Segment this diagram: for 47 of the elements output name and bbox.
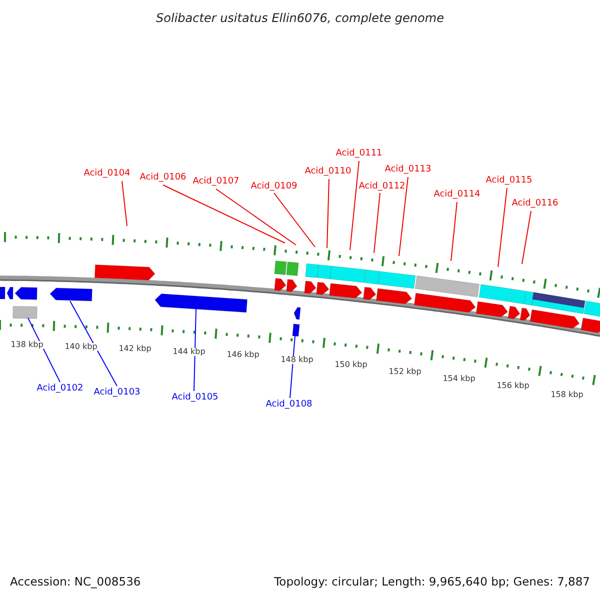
gene-feature [12,306,38,319]
kbp-tick-label: 142 kbp [118,344,152,353]
leader-line [522,210,532,264]
kbp-tick-label: 150 kbp [334,361,368,370]
gene-feature [292,324,300,337]
leader-line [374,192,380,254]
leader-line [274,192,316,248]
gene-label: Acid_0115 [486,176,532,186]
gene-label: Acid_0106 [140,174,186,182]
leader-line [290,336,296,398]
kbp-tick-label: 156 kbp [496,382,530,390]
gene-label: Acid_0105 [172,394,218,402]
gene-label: Acid_0107 [192,178,240,186]
kbp-tick-label: 152 kbp [388,368,422,376]
gene-label: Acid_0111 [336,150,382,158]
leader-line [162,184,286,244]
leader-line [498,188,508,268]
map-title: Solibacter usitatus Ellin6076, complete genome [156,12,444,24]
gene-label: Acid_0104 [84,170,130,178]
gene-label: Acid_0109 [250,182,298,192]
gene-label: Acid_0112 [358,182,406,192]
gene-feature [154,294,248,313]
leader-line [450,202,458,262]
leader-line [122,180,128,226]
kbp-tick-label: 146 kbp [226,351,260,360]
kbp-tick-label: 140 kbp [64,342,98,351]
kbp-tick-label: 144 kbp [172,348,206,356]
leader-line [70,300,118,386]
leader-line [398,176,408,256]
kbp-tick-label: 138 kbp [10,341,44,350]
genome-summary-text: Topology: circular; Length: 9,965,640 bp; Genes: 7,887 [274,576,590,588]
kbp-tick-label: 148 kbp [280,356,314,364]
gene-label: Acid_0108 [266,400,312,410]
gene-label: Acid_0113 [384,166,432,174]
leader-line [216,188,296,246]
leader-line [350,160,360,250]
kbp-tick-label: 158 kbp [550,391,584,400]
leader-line [194,308,196,392]
gene-label: Acid_0110 [304,168,352,176]
kbp-tick-label: 154 kbp [442,374,476,383]
gene-label: Acid_0114 [434,190,480,200]
gene-feature [50,288,92,302]
gene-label: Acid_0102 [36,384,84,394]
gene-label: Acid_0103 [94,388,140,398]
gene-label: Acid_0116 [512,200,558,208]
accession-text: Accession: NC_008536 [10,576,141,588]
leader-line [326,178,330,248]
